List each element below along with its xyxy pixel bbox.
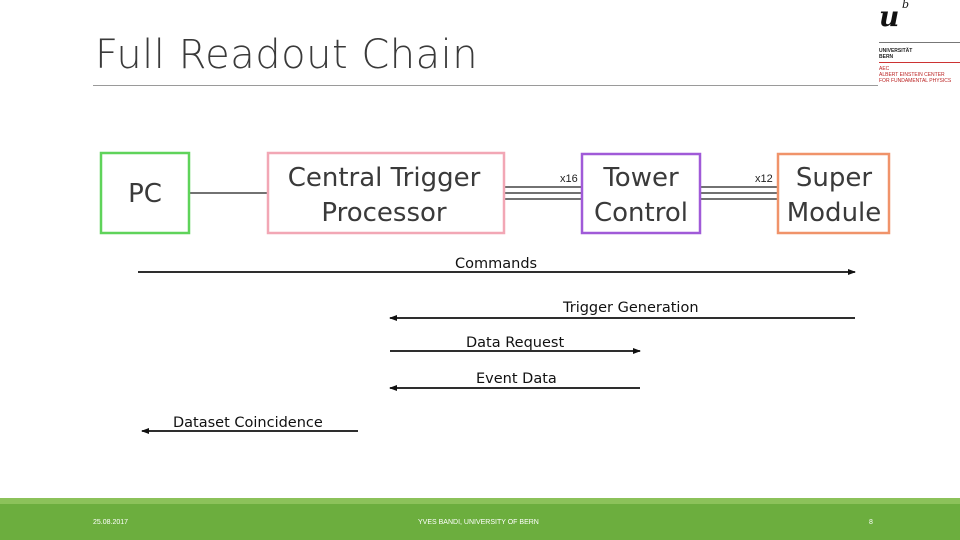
logo-rule bbox=[879, 42, 960, 43]
logo-line-5: FOR FUNDAMENTAL PHYSICS bbox=[879, 78, 952, 84]
title-divider bbox=[93, 85, 878, 86]
node-pc-label: PC bbox=[128, 179, 162, 209]
message-data-request-label: Data Request bbox=[466, 335, 564, 351]
link-tc-sm bbox=[701, 186, 778, 200]
message-dataset-coincidence-label: Dataset Coincidence bbox=[173, 415, 323, 431]
node-tc-label-line2: Control bbox=[594, 198, 688, 228]
message-trigger-generation-label: Trigger Generation bbox=[562, 300, 699, 316]
node-central-trigger-processor: Central Trigger Processor bbox=[266, 151, 506, 235]
message-event-data-label: Event Data bbox=[476, 371, 557, 387]
logo-rule-red bbox=[879, 62, 960, 63]
node-ctp-label-line2: Processor bbox=[321, 198, 447, 228]
link-ctp-tc bbox=[505, 186, 581, 200]
multiplicity-ctp-tc: x16 bbox=[560, 173, 578, 185]
node-ctp-label-line1: Central Trigger bbox=[288, 163, 481, 193]
node-sm-label-line1: Super bbox=[796, 163, 872, 193]
node-ctp-box bbox=[266, 151, 506, 235]
message-data-request: Data Request bbox=[390, 335, 641, 354]
footer-highlight bbox=[0, 498, 960, 504]
node-pc-box bbox=[99, 151, 191, 235]
logo-text-aec: AEC ALBERT EINSTEIN CENTER FOR FUNDAMENT… bbox=[879, 66, 951, 84]
logo-line-3: AEC bbox=[879, 66, 890, 72]
message-commands: Commands bbox=[138, 256, 856, 275]
node-pc: PC bbox=[99, 151, 191, 235]
logo-text-university: UNIVERSITÄT BERN bbox=[879, 48, 912, 60]
multiplicity-tc-sm: x12 bbox=[755, 173, 773, 185]
node-tower-control: Tower Control bbox=[580, 152, 702, 235]
logo-line-4: ALBERT EINSTEIN CENTER bbox=[879, 72, 945, 78]
message-commands-label: Commands bbox=[455, 256, 537, 272]
logo-mark-b: b bbox=[902, 0, 910, 11]
message-trigger-generation: Trigger Generation bbox=[389, 300, 855, 321]
logo-mark-u: u bbox=[879, 0, 900, 33]
node-tc-label-line1: Tower bbox=[602, 163, 679, 193]
node-sm-label-line2: Module bbox=[787, 198, 882, 228]
message-event-data: Event Data bbox=[389, 371, 640, 391]
node-super-module: Super Module bbox=[776, 152, 891, 235]
page-number: 8 bbox=[869, 519, 873, 526]
footer-bar bbox=[0, 498, 960, 540]
node-tc-box bbox=[580, 152, 702, 235]
logo-line-1: UNIVERSITÄT bbox=[879, 48, 913, 54]
footer-date: 25.08.2017 bbox=[93, 519, 129, 526]
node-sm-box bbox=[776, 152, 891, 235]
university-logo: u b UNIVERSITÄT BERN AEC ALBERT EINSTEIN… bbox=[879, 0, 960, 92]
slide-title: Full Readout Chain bbox=[95, 32, 479, 78]
message-dataset-coincidence: Dataset Coincidence bbox=[141, 415, 358, 434]
logo-line-2: BERN bbox=[879, 54, 894, 60]
footer-author: YVES BANDI, UNIVERSITY OF BERN bbox=[418, 519, 539, 526]
